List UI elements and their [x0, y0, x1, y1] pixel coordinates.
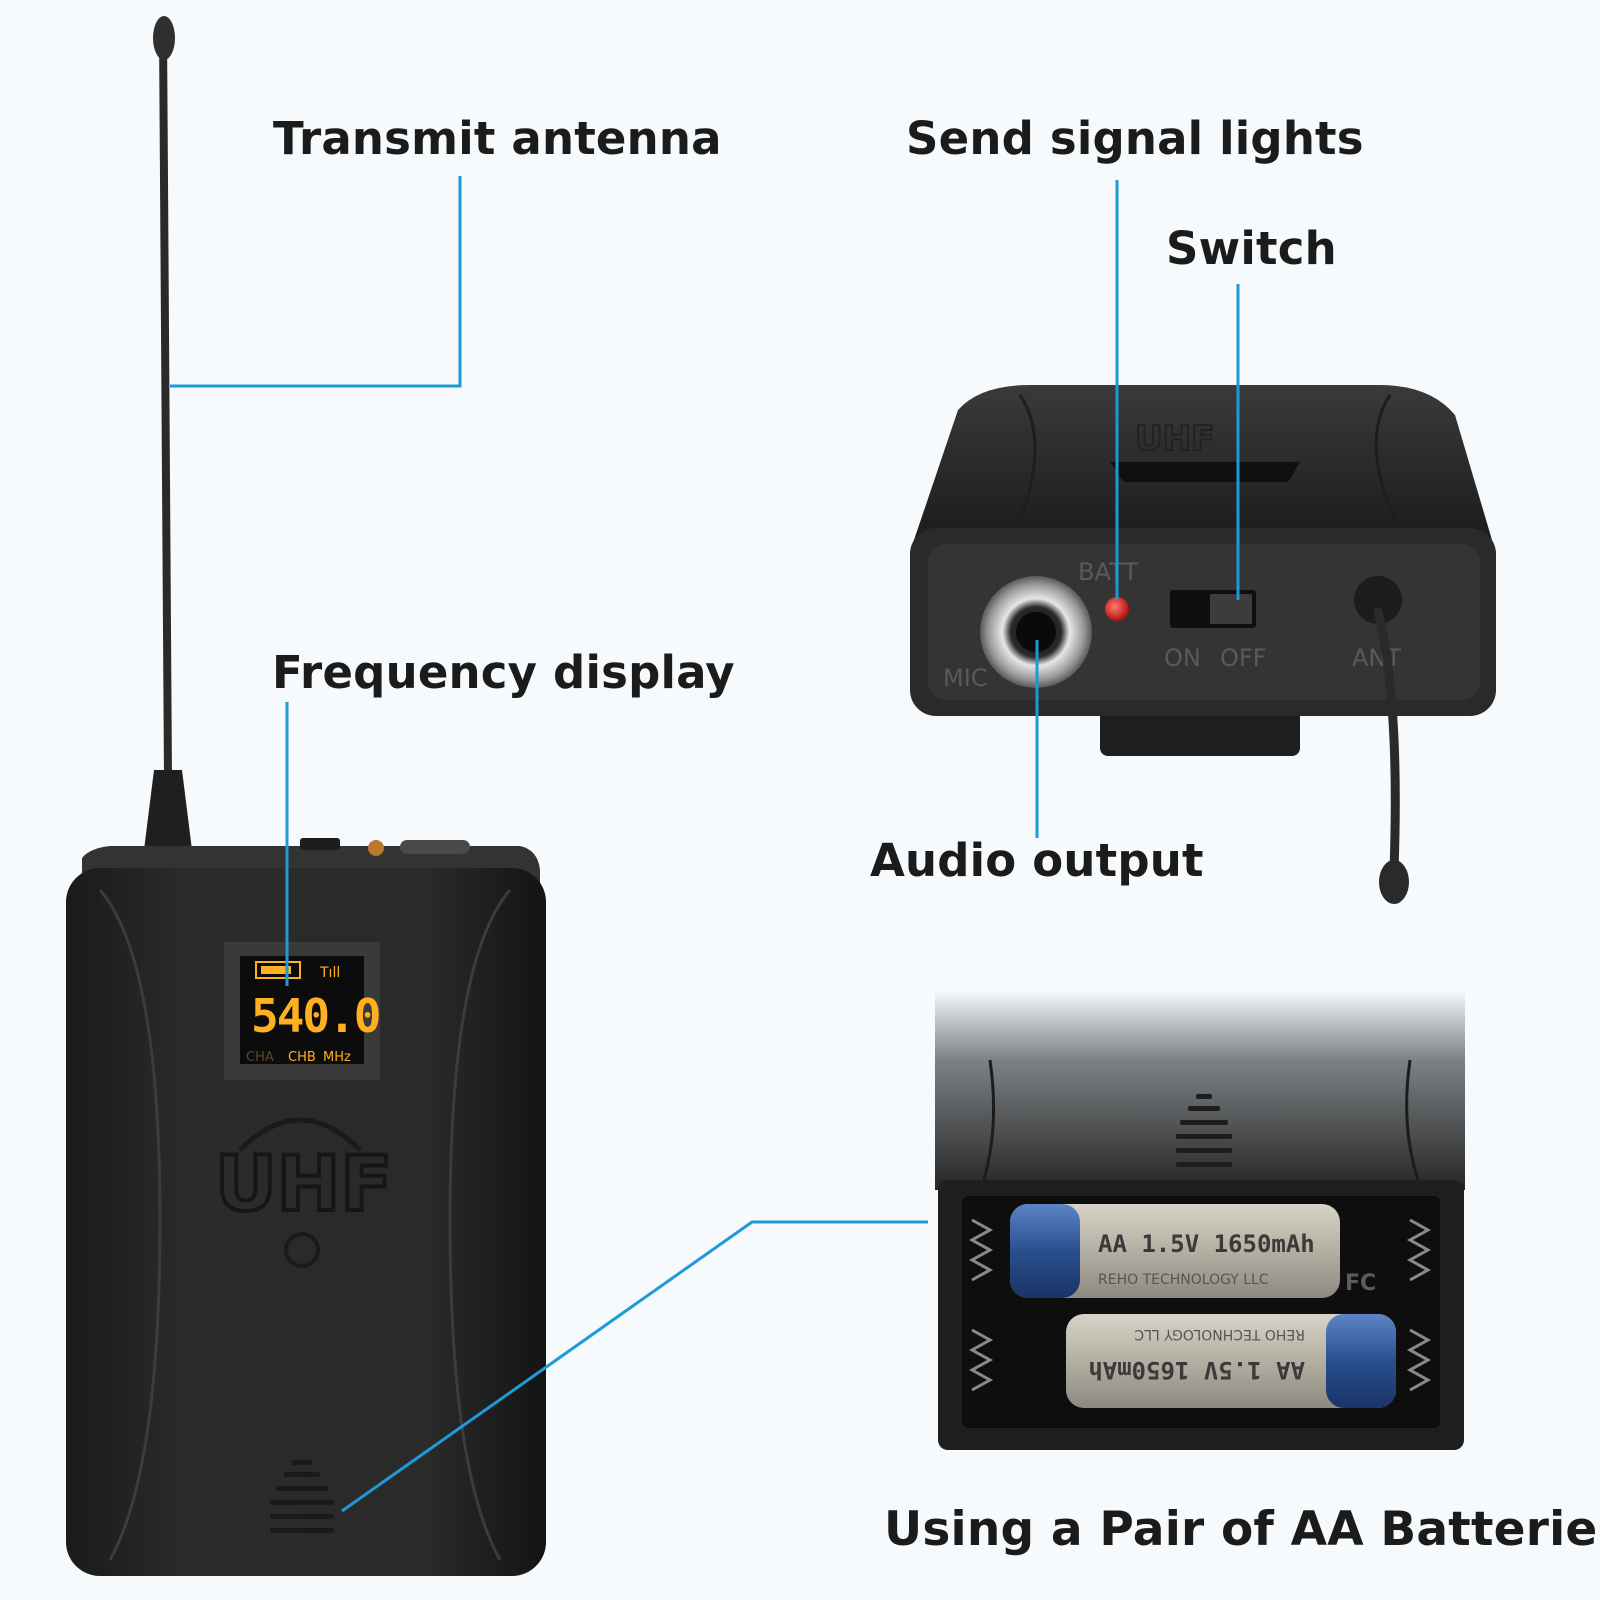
compartment-vent [1176, 1094, 1232, 1167]
battery-2-spec: AA 1.5V 1650mAh [1088, 1356, 1305, 1384]
channel-b-label: CHB [288, 1050, 316, 1065]
housing-contour-left [1018, 394, 1037, 521]
antenna-tip [153, 16, 175, 60]
batt-led [1105, 597, 1129, 621]
leader-lines [170, 176, 1240, 1513]
compartment-fc-mark: FC [1345, 1271, 1376, 1296]
front-body [66, 868, 546, 1576]
battery-2-body [1066, 1314, 1396, 1408]
battery-compartment-view: AA 1.5V 1650mAh REHO TECHNOLOGY LLC AA 1… [935, 990, 1465, 1450]
battery-level-indicator [255, 961, 301, 979]
callout-transmit-antenna: Transmit antenna [273, 112, 722, 165]
battery-2-maker: REHO TECHNOLOGY LLC [1134, 1326, 1305, 1342]
callout-switch: Switch [1166, 222, 1337, 275]
antenna-wire [159, 26, 172, 784]
leader-batteries [341, 1220, 928, 1513]
front-contour-left [98, 889, 162, 1561]
channel-a-label: CHA [246, 1050, 274, 1065]
front-contour-right [448, 889, 512, 1561]
callout-aa-batteries: Using a Pair of AA Batteries [884, 1502, 1600, 1557]
logo-ring [284, 1232, 320, 1268]
ant-label: ANT [1352, 644, 1401, 672]
frequency-readout: 540.0 [251, 989, 379, 1043]
short-antenna-tip [1379, 860, 1409, 904]
mic-jack-hole [1016, 612, 1056, 652]
vent-grooves [270, 1460, 334, 1533]
transmitter-top-view: UHF MIC BATT ON OFF ANT [910, 385, 1496, 904]
short-antenna [1373, 607, 1400, 875]
battery-level-fill [261, 966, 291, 974]
mhz-unit-label: MHz [323, 1050, 351, 1065]
battery-1-maker: REHO TECHNOLOGY LLC [1098, 1272, 1269, 1288]
callout-frequency-display: Frequency display [272, 646, 735, 699]
top-embossed-uhf-logo: UHF [1135, 419, 1214, 459]
top-jack [400, 840, 470, 854]
switch-off-label: OFF [1220, 644, 1267, 672]
antenna-base [144, 770, 192, 850]
batt-label: BATT [1078, 558, 1138, 586]
compartment-contour [980, 1059, 1422, 1187]
compartment-housing [935, 990, 1465, 1190]
switch-on-label: ON [1164, 644, 1201, 672]
logo-arc [238, 1117, 362, 1152]
power-switch-slider [1210, 594, 1252, 624]
display-screen [240, 956, 364, 1064]
battery-springs [968, 1218, 1432, 1392]
battery-1-cap [1010, 1204, 1080, 1298]
callout-send-signal-lights: Send signal lights [906, 112, 1364, 165]
top-led [368, 840, 384, 856]
battery-1-body [1010, 1204, 1340, 1298]
battery-2-labels: AA 1.5V 1650mAh REHO TECHNOLOGY LLC [1088, 1326, 1305, 1384]
leader-antenna [170, 176, 462, 388]
mic-label: MIC [943, 664, 988, 692]
battery-2-cap [1326, 1314, 1396, 1408]
housing-contour-right [1374, 394, 1397, 521]
signal-bars-icon: Tıll [319, 965, 340, 981]
belt-clip-slot [1110, 462, 1300, 482]
top-switch [300, 838, 340, 850]
antenna-socket [1354, 576, 1402, 624]
embossed-uhf-logo: UHF [215, 1139, 392, 1228]
transmitter-front: Tıll 540.0 CHA CHB MHz UHF [66, 16, 546, 1576]
callout-audio-output: Audio output [870, 834, 1204, 887]
battery-1-spec: AA 1.5V 1650mAh [1098, 1230, 1315, 1258]
